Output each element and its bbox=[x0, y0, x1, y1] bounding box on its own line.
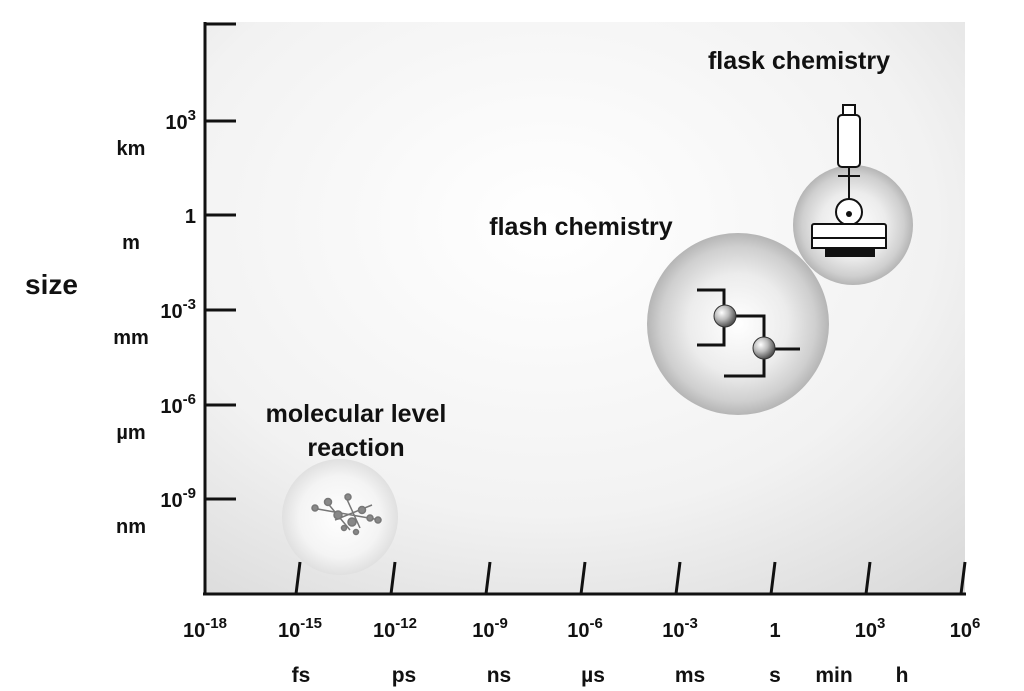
x-tick-8 bbox=[959, 561, 967, 595]
x-tick-label-6: 1 bbox=[769, 620, 780, 642]
x-tick-label-3: 10-9 bbox=[472, 615, 508, 642]
y-tick-label-3: 10-6 bbox=[160, 391, 196, 418]
y-unit-label-4: nm bbox=[116, 516, 146, 538]
flask-chemistry-region: flask chemistry bbox=[708, 47, 913, 285]
y-tick-label-0: 103 bbox=[165, 107, 196, 134]
x-tick-label-0: 10-18 bbox=[183, 615, 227, 642]
y-unit-label-3: µm bbox=[116, 422, 145, 444]
molecular-label-line1: molecular level bbox=[266, 400, 447, 428]
x-tick-label-8: 106 bbox=[950, 615, 981, 642]
x-unit-4: ms bbox=[675, 664, 705, 687]
molecule-icon bbox=[311, 493, 382, 536]
flash-bubble bbox=[647, 233, 829, 415]
x-axis-ticks bbox=[294, 561, 967, 595]
y-tick-label-1: 1 bbox=[185, 206, 196, 228]
x-unit-3: µs bbox=[581, 664, 605, 687]
x-tick-label-4: 10-6 bbox=[567, 615, 603, 642]
y-axis-labels: 103 km 1 m 10-3 mm 10-6 µm 10-9 nm bbox=[113, 107, 196, 538]
flask-stir-bar bbox=[846, 211, 852, 217]
axes bbox=[203, 22, 967, 596]
x-tick-5 bbox=[674, 561, 682, 595]
mixer-ball-1 bbox=[713, 304, 737, 328]
x-tick-4 bbox=[579, 561, 587, 595]
flash-chemistry-label: flash chemistry bbox=[489, 213, 673, 241]
y-axis-title: size bbox=[25, 269, 78, 300]
x-unit-2: ns bbox=[487, 664, 512, 687]
flask-chemistry-label: flask chemistry bbox=[708, 47, 890, 75]
y-tick-label-4: 10-9 bbox=[160, 485, 196, 512]
x-tick-label-7: 103 bbox=[855, 615, 886, 642]
mixer-ball-2 bbox=[752, 336, 776, 360]
x-tick-label-1: 10-15 bbox=[278, 615, 322, 642]
x-tick-3 bbox=[484, 561, 492, 595]
flash-chemistry-region: flash chemistry bbox=[489, 213, 829, 415]
molecular-level-region: molecular level reaction bbox=[266, 400, 447, 575]
y-tick-label-2: 10-3 bbox=[160, 296, 196, 323]
x-axis-labels: 10-18 10-15 10-12 10-9 10-6 10-3 1 103 106 bbox=[183, 615, 980, 642]
x-tick-1 bbox=[294, 561, 302, 595]
y-axis-ticks bbox=[205, 119, 236, 501]
molecular-label-line2: reaction bbox=[307, 434, 404, 462]
x-tick-label-2: 10-12 bbox=[373, 615, 417, 642]
x-unit-0: fs bbox=[292, 664, 311, 687]
y-unit-label-0: km bbox=[117, 138, 146, 160]
x-tick-6 bbox=[769, 561, 777, 595]
x-tick-7 bbox=[864, 561, 872, 595]
x-unit-1: ps bbox=[392, 664, 417, 687]
x-tick-2 bbox=[389, 561, 397, 595]
x-unit-6: min bbox=[815, 664, 852, 687]
x-unit-7: h bbox=[896, 664, 909, 687]
x-axis-unit-labels: fs ps ns µs ms s min h bbox=[292, 664, 909, 687]
x-tick-label-5: 10-3 bbox=[662, 615, 698, 642]
y-unit-label-1: m bbox=[122, 232, 140, 254]
x-unit-5: s bbox=[769, 664, 781, 687]
y-unit-label-2: mm bbox=[113, 327, 149, 349]
